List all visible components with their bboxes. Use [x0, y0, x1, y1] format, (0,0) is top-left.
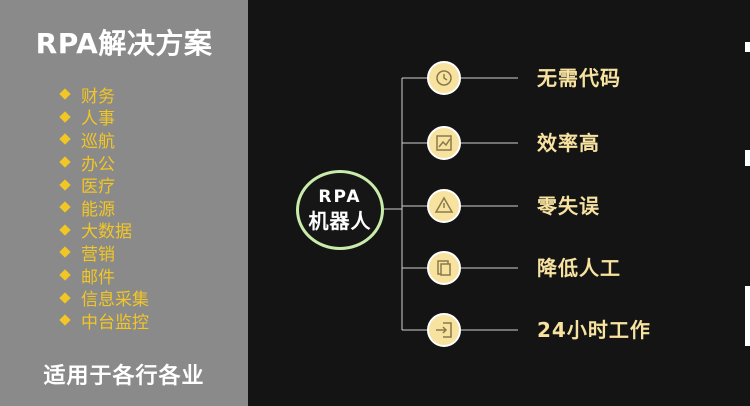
branch-label-no-code: 无需代码	[537, 66, 621, 90]
industry-label: 大数据	[81, 222, 132, 243]
branch-label-efficiency: 效率高	[537, 131, 600, 155]
center-node-subtitle: 机器人	[308, 209, 372, 233]
industry-item: 医疗	[58, 173, 149, 198]
industry-label: 中台监控	[81, 312, 149, 333]
login-icon	[427, 313, 461, 347]
industry-label: 能源	[81, 199, 115, 220]
industry-label: 巡航	[81, 131, 115, 152]
industry-label: 医疗	[81, 177, 115, 198]
branch-label-reduce-labor: 降低人工	[537, 256, 621, 280]
sidebar-footer: 适用于各行各业	[43, 364, 205, 389]
edge-stripe	[745, 286, 750, 346]
industry-item: 财务	[58, 83, 149, 107]
edge-stripe	[745, 42, 750, 52]
edge-stripe	[745, 150, 750, 166]
industry-label: 信息采集	[81, 290, 149, 311]
sidebar-panel: RPA解决方案 财务 人事 巡航 办公 医疗 能源 大数据 营销 邮件 信息采集…	[0, 0, 248, 406]
branch-label-zero-error: 零失误	[537, 194, 600, 218]
industry-item: 能源	[58, 196, 149, 220]
industry-item: 巡航	[58, 128, 149, 152]
warning-icon	[427, 189, 461, 223]
branch-label-24h: 24小时工作	[537, 318, 651, 342]
industry-list: 财务 人事 巡航 办公 医疗 能源 大数据 营销 邮件 信息采集 中台监控	[58, 83, 149, 333]
industry-label: 营销	[81, 244, 115, 265]
industry-item: 中台监控	[58, 309, 149, 333]
industry-item: 邮件	[58, 264, 149, 288]
industry-label: 办公	[81, 154, 115, 175]
industry-item: 人事	[58, 106, 149, 129]
center-node-title: RPA	[318, 187, 362, 207]
industry-item: 营销	[58, 241, 149, 265]
industry-label: 人事	[81, 109, 115, 130]
chart-icon	[427, 126, 461, 160]
industry-label: 邮件	[81, 267, 115, 288]
center-node-rpa-robot: RPA 机器人	[296, 170, 384, 250]
industry-label: 财务	[81, 86, 115, 107]
document-icon	[427, 251, 461, 285]
industry-item: 信息采集	[58, 286, 149, 311]
industry-item: 办公	[58, 151, 149, 175]
clock-icon	[427, 61, 461, 95]
industry-item: 大数据	[58, 219, 149, 242]
sidebar-title: RPA解决方案	[35, 27, 213, 60]
